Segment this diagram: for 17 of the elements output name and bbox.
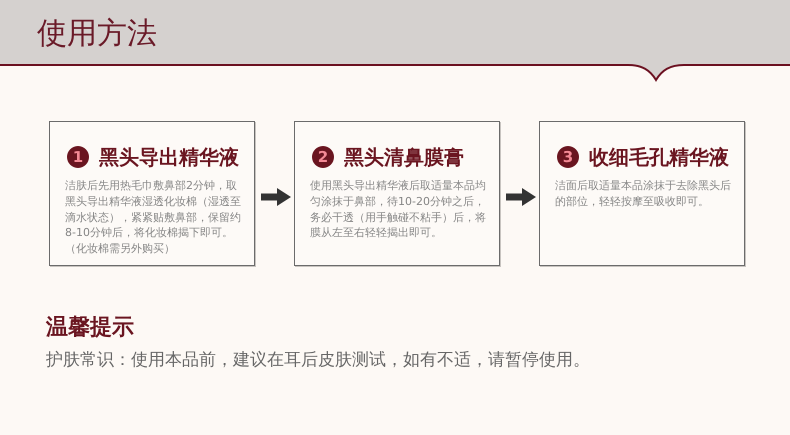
step-title: 黑头清鼻膜膏 bbox=[344, 144, 464, 170]
section-heading: 温馨提示 bbox=[46, 314, 134, 342]
step-card bbox=[49, 121, 255, 266]
step-card bbox=[539, 121, 745, 266]
step-description: 使用黑头导出精华液后取适量本品均匀涂抹于鼻部，待10-20分钟之后，务必干透（用手触碰不粘手）后，将膜从左至右轻轻揭出即可。 bbox=[310, 178, 487, 242]
step-number: 1 bbox=[67, 146, 89, 168]
page-title: 使用方法 bbox=[37, 15, 157, 53]
step-title: 黑头导出精华液 bbox=[99, 144, 239, 170]
arrow bbox=[506, 188, 536, 206]
note-text: 护肤常识：使用本品前，建议在耳后皮肤测试，如有不适，请暂停使用。 bbox=[46, 349, 590, 372]
arrow bbox=[261, 188, 291, 206]
step-card bbox=[294, 121, 500, 266]
step-number: 3 bbox=[557, 146, 579, 168]
step-number: 2 bbox=[312, 146, 334, 168]
step-description: 洁肤后先用热毛巾敷鼻部2分钟，取黑头导出精华液湿透化妆棉（湿透至滴水状态），紧紧贴敷鼻部，保留约8-10分钟后，将化妆棉揭下即可。（化妆棉需另外购买） bbox=[65, 178, 242, 257]
step-description: 洁面后取适量本品涂抹于去除黑头后的部位，轻轻按摩至吸收即可。 bbox=[555, 178, 732, 210]
step-title: 收细毛孔精华液 bbox=[589, 144, 729, 170]
